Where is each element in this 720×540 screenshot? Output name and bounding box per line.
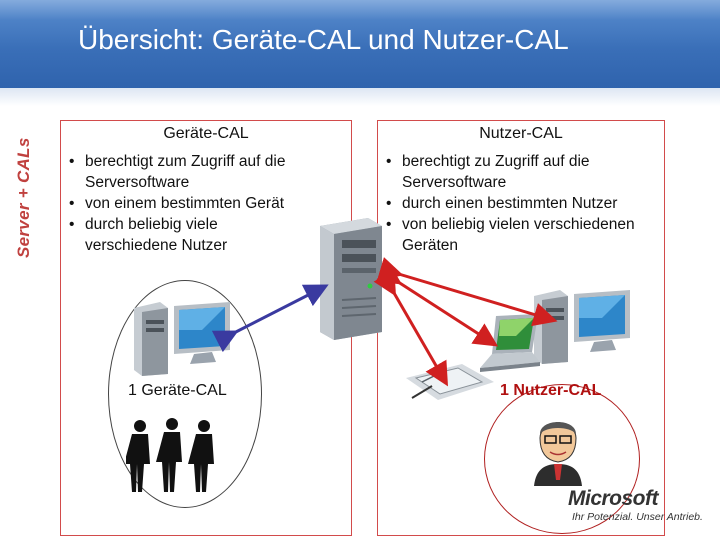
device-cal-points: berechtigt zum Zugriff auf dieServersoft…: [67, 151, 285, 256]
list-item: durch einen bestimmten Nutzer: [384, 193, 635, 214]
header-shine: [0, 0, 720, 20]
point-text: von einem bestimmten Gerät: [85, 195, 285, 212]
microsoft-logo: Microsoft Ihr Potenzial. Unser Antrieb.: [568, 487, 708, 523]
logo-tagline: Ihr Potenzial. Unser Antrieb.: [572, 511, 703, 523]
point-text: berechtigt zu Zugriff auf die: [402, 153, 590, 170]
desktop-pc-icon: [530, 288, 634, 364]
point-text-cont: verschiedene Nutzer: [85, 237, 228, 254]
businessman-icon: [530, 414, 586, 486]
header-bar: Übersicht: Geräte-CAL und Nutzer-CAL: [0, 0, 720, 88]
user-cal-ellipse: [484, 384, 640, 534]
arrow-device: [211, 284, 329, 353]
user-cal-title: Nutzer-CAL: [479, 125, 563, 142]
point-text: berechtigt zum Zugriff auf die: [85, 153, 286, 170]
point-text: von beliebig vielen verschiedenen: [402, 216, 635, 233]
server-icon: [312, 216, 386, 340]
list-item: von einem bestimmten Gerät: [67, 193, 285, 214]
user-cal-count: 1 Nutzer-CAL: [500, 382, 602, 399]
device-cal-count: 1 Geräte-CAL: [128, 382, 227, 399]
device-cal-ellipse: [108, 280, 262, 508]
arrow-user-pc: [377, 257, 558, 327]
person-group-icon: [126, 418, 230, 494]
point-text: durch einen bestimmten Nutzer: [402, 195, 618, 212]
point-text: durch beliebig viele: [85, 216, 218, 233]
user-cal-points: berechtigt zu Zugriff auf dieServersoftw…: [384, 151, 635, 256]
header-divider: [0, 88, 720, 106]
point-text-cont: Serversoftware: [402, 174, 507, 191]
point-text-cont: Geräten: [402, 237, 459, 254]
list-item: berechtigt zum Zugriff auf dieServersoft…: [67, 151, 285, 193]
list-item: durch beliebig viele verschiedene Nutzer: [67, 214, 285, 256]
device-cal-title: Geräte-CAL: [163, 125, 249, 142]
point-text-cont: Serversoftware: [85, 174, 190, 191]
arrow-user-pda: [373, 269, 449, 387]
slide-title: Übersicht: Geräte-CAL und Nutzer-CAL: [78, 24, 569, 55]
logo-wordmark: Microsoft: [568, 487, 659, 510]
list-item: berechtigt zu Zugriff auf dieServersoftw…: [384, 151, 635, 193]
